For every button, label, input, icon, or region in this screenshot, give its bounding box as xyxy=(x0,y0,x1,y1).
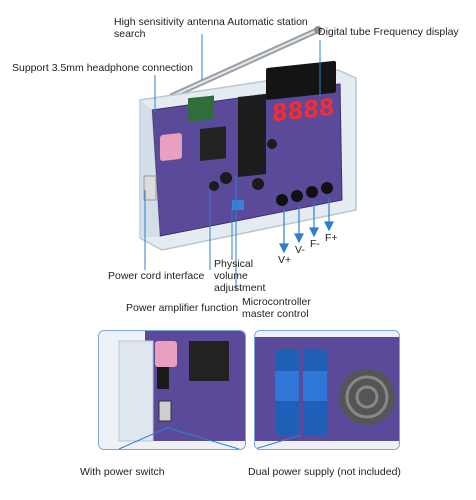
mcu-chip xyxy=(238,94,266,177)
volume-callout: Physical volume adjustment xyxy=(214,258,266,294)
button-label-freq-up: F+ xyxy=(325,232,338,244)
antenna xyxy=(169,26,322,99)
antenna-callout: High sensitivity antenna Automatic stati… xyxy=(114,16,308,40)
button-label-vol-up: V+ xyxy=(278,254,292,266)
button-knob xyxy=(321,182,333,194)
power-cord-jack xyxy=(143,175,157,201)
inset-dual-power xyxy=(254,330,400,450)
amplifier-chip xyxy=(200,126,226,161)
capacitor xyxy=(267,139,277,149)
amplifier-callout: Power amplifier function xyxy=(126,302,239,314)
button-knob xyxy=(291,190,303,202)
fm-module xyxy=(188,95,214,123)
power-switch-callout: With power switch xyxy=(80,466,165,478)
headphone-jack xyxy=(160,133,182,161)
mcu-callout: Microcontroller master control xyxy=(242,296,311,320)
inset-power-switch xyxy=(98,330,246,450)
button-arrows xyxy=(279,198,334,254)
button-label-vol-down: V- xyxy=(295,244,305,256)
volume-knob xyxy=(232,200,244,210)
dual-power-callout: Dual power supply (not included) xyxy=(248,466,401,478)
display-digits: 8888 xyxy=(272,93,334,129)
capacitor xyxy=(252,178,264,190)
callout-lines xyxy=(144,34,321,290)
button-knob xyxy=(306,186,318,198)
capacitor xyxy=(209,181,219,191)
display-callout: Digital tube Frequency display xyxy=(318,26,459,38)
capacitor xyxy=(220,172,232,184)
power-switch-icon xyxy=(157,367,169,389)
button-label-freq-down: F- xyxy=(310,238,320,250)
power-cord-callout: Power cord interface xyxy=(108,270,205,282)
headphone-callout: Support 3.5mm headphone connection xyxy=(12,62,193,74)
radio-illustration: 8888 xyxy=(139,26,357,290)
button-knob xyxy=(276,194,288,206)
digital-display xyxy=(266,60,336,100)
